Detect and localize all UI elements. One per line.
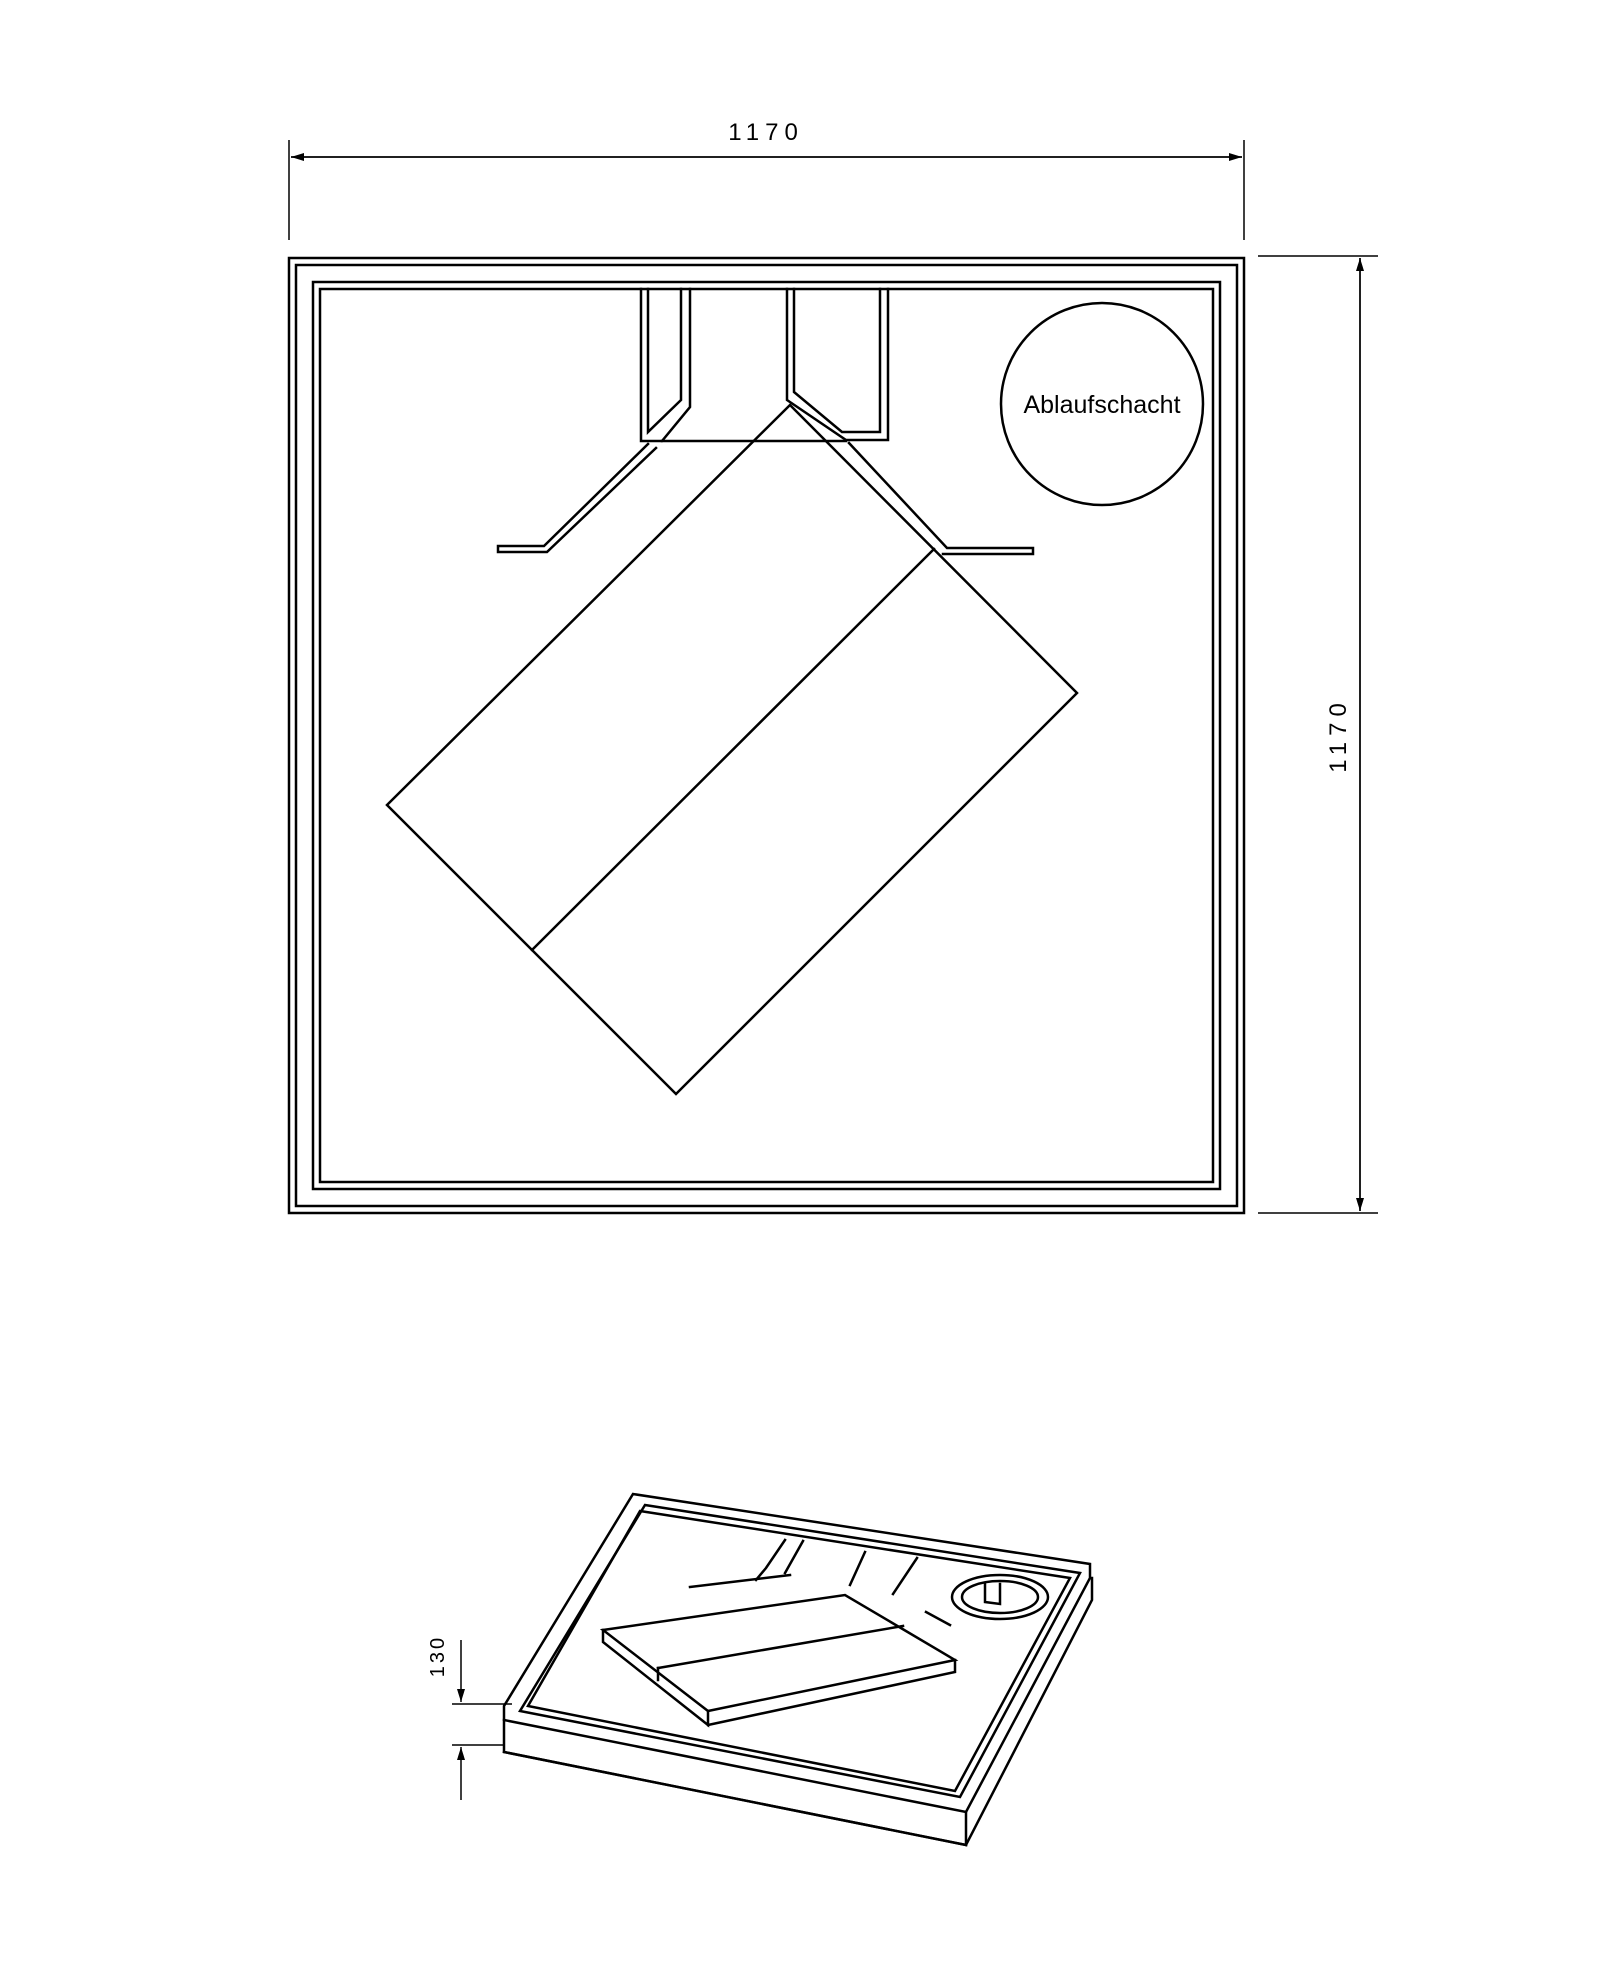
width-label: 1170 bbox=[728, 119, 804, 146]
drain-circle-icon bbox=[999, 301, 1205, 507]
iso-height-label: 130 bbox=[427, 1635, 449, 1677]
width-dimension: 1170 bbox=[288, 119, 1245, 240]
tray-isometric-view bbox=[502, 1492, 1094, 1847]
iso-height-dimension: 130 bbox=[427, 1635, 512, 1800]
height-dimension: 1170 bbox=[1258, 255, 1378, 1214]
height-label: 1170 bbox=[1325, 697, 1352, 773]
drain-label: Ablaufschacht bbox=[1023, 391, 1180, 419]
tray-plan-view: Ablaufschacht bbox=[287, 256, 1246, 1215]
